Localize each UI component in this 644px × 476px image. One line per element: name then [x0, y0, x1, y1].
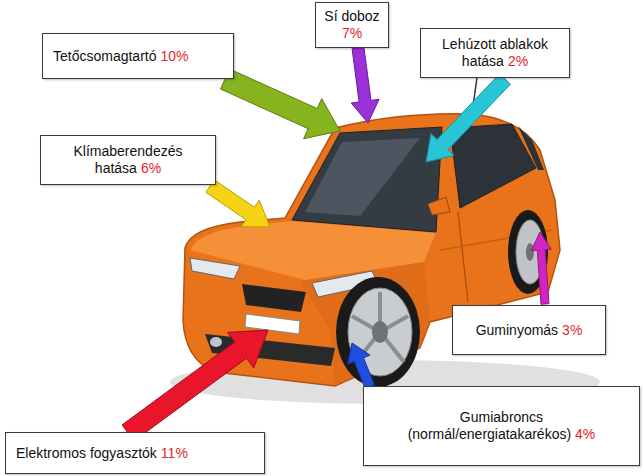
pointer-arrow: [206, 180, 270, 227]
pointer-arrow: [348, 343, 375, 389]
callout-text: Lehúzott ablakok hatása2%: [431, 36, 559, 70]
callout-text: Elektromos fogyasztók11%: [16, 445, 254, 462]
percent-value: 6%: [141, 160, 161, 176]
callout-text: Gumiabroncs (normál/energiatakarékos)4%: [384, 409, 619, 443]
callout-label: Lehúzott ablakok hatása: [442, 36, 548, 69]
callout-label: Sí doboz: [324, 8, 379, 24]
callout-label: Tetőcsomagtartó: [53, 48, 157, 64]
fog-light: [210, 337, 222, 347]
callout-label: Gumiabroncs (normál/energiatakarékos): [408, 409, 571, 442]
callout-text: Sí doboz7%: [320, 8, 384, 42]
percent-value: 11%: [161, 445, 188, 461]
pointer-arrow: [531, 232, 551, 304]
callout-box: Lehúzott ablakok hatása2%: [420, 28, 570, 78]
grille: [242, 284, 306, 312]
percent-value: 3%: [562, 322, 582, 338]
percent-value: 4%: [575, 426, 595, 442]
callout-label: Klímaberendezés hatása: [74, 143, 183, 176]
mirror: [428, 197, 450, 215]
callout-box: Klímaberendezés hatása6%: [40, 135, 216, 185]
percent-value: 10%: [161, 48, 189, 64]
percent-value: 2%: [508, 53, 528, 69]
callout-box: Elektromos fogyasztók11%: [5, 432, 265, 474]
pointer-arrow: [426, 74, 510, 162]
callout-box: Guminyomás3%: [452, 305, 606, 355]
callout-box: Gumiabroncs (normál/energiatakarékos)4%: [363, 386, 640, 466]
callout-box: Sí doboz7%: [315, 2, 389, 48]
windshield-reflection: [305, 138, 420, 216]
headlight: [190, 258, 240, 279]
pointer-arrow: [221, 69, 341, 139]
callout-label: Guminyomás: [476, 322, 558, 338]
callout-text: Klímaberendezés hatása6%: [53, 143, 203, 177]
pointer-arrow: [122, 330, 268, 441]
door-line: [458, 212, 468, 302]
front-wheel: [336, 277, 420, 387]
callout-text: Guminyomás3%: [463, 322, 595, 339]
callout-label: Elektromos fogyasztók: [16, 445, 157, 461]
pointer-arrow: [351, 47, 379, 123]
callout-box: Tetőcsomagtartó10%: [42, 33, 234, 79]
windshield: [292, 127, 442, 232]
callout-arrows: [122, 47, 551, 441]
callout-text: Tetőcsomagtartó10%: [53, 48, 223, 65]
percent-value: 7%: [320, 25, 384, 42]
rear-window: [518, 126, 544, 170]
